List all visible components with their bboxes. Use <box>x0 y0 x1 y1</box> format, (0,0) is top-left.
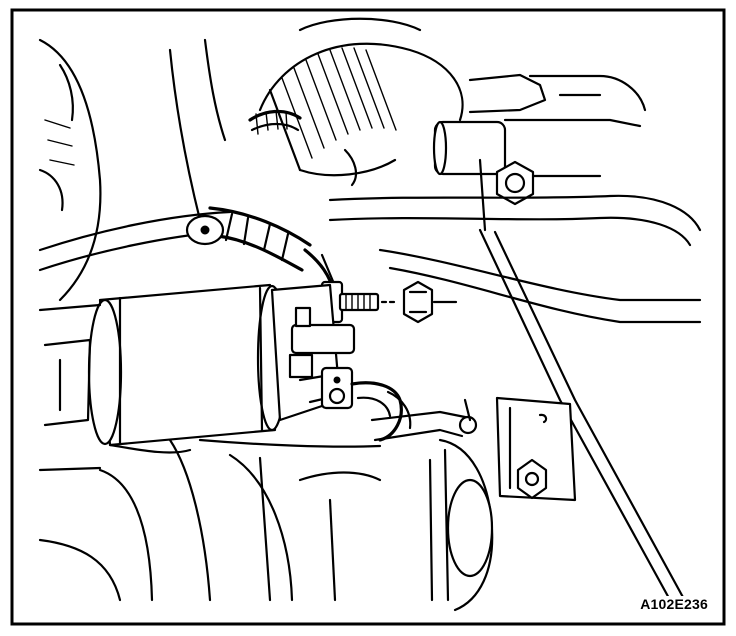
figure-code: A102E236 <box>638 596 710 612</box>
cover-plate <box>428 438 494 612</box>
bracket-bolt-upper <box>478 158 535 232</box>
mounting-bracket <box>495 396 577 502</box>
starter-solenoid <box>87 283 356 447</box>
outer-border <box>10 8 726 626</box>
starter-motor-housing <box>38 303 382 602</box>
solenoid-stud-and-nut <box>338 280 458 324</box>
engine-block-background <box>38 38 227 302</box>
coolant-pipe <box>432 73 647 178</box>
intake-hose <box>248 17 464 187</box>
motor-terminal <box>320 366 478 442</box>
wiring-harness <box>38 194 702 612</box>
lower-background <box>38 471 382 602</box>
